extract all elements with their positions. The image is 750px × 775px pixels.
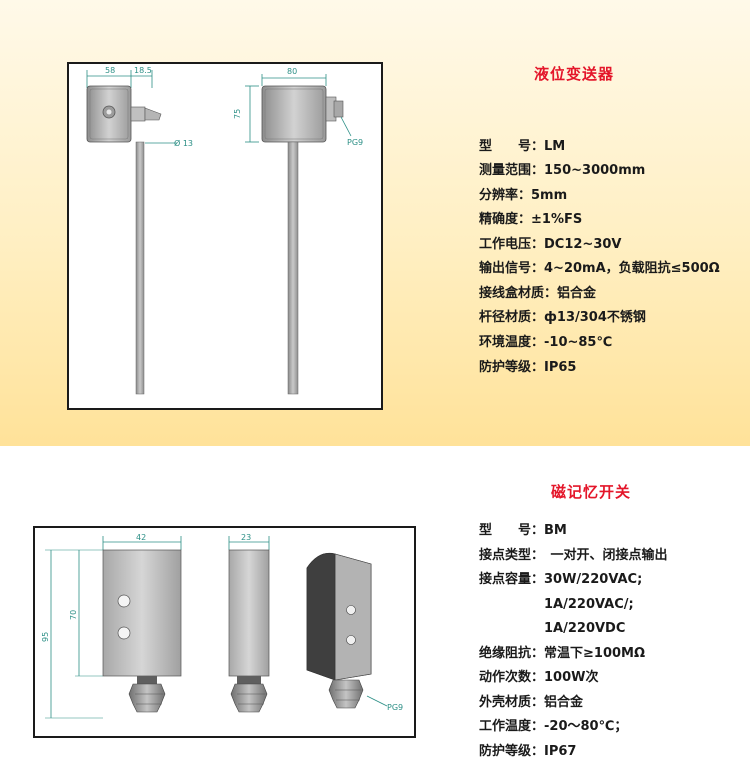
dim-diameter: Ø 13 xyxy=(174,138,193,148)
spec-line: 外壳材质：铝合金 xyxy=(479,695,584,710)
spec-line: 精确度：±1%FS xyxy=(479,212,583,227)
spec-line: 工作温度：-20～80℃； xyxy=(479,719,628,734)
spec-line: 1A/220VDC xyxy=(479,621,626,636)
cable-gland-side xyxy=(230,683,268,713)
gland-label: PG9 xyxy=(387,703,403,712)
product-title-level-transmitter: 液位变送器 xyxy=(534,65,615,83)
spec-line: 接点类型： 一对开、闭接点输出 xyxy=(479,548,668,563)
drawing-level-transmitter: 58 18.5 Ø 13 80 75 PG9 xyxy=(67,62,383,410)
spec-line: 杆径材质：ф13/304不锈钢 xyxy=(479,310,646,325)
spec-line: 1A/220VAC/; xyxy=(479,597,634,612)
junction-box-front xyxy=(261,85,327,143)
probe-rod-front xyxy=(287,141,299,395)
spec-line: 分辨率：5mm xyxy=(479,188,568,203)
spec-line: 工作电压：DC12~30V xyxy=(479,237,622,252)
switch-body-side xyxy=(228,549,270,677)
dim-width-box: 58 xyxy=(105,66,115,75)
dim-width: 42 xyxy=(136,533,146,542)
probe-rod-side xyxy=(135,141,145,395)
dim-body-height: 70 xyxy=(69,610,78,620)
technical-drawing: 42 95 70 23 PG xyxy=(41,533,403,719)
gland-label: PG9 xyxy=(347,138,363,147)
spec-line: 输出信号：4~20mA，负载阻抗≤500Ω xyxy=(479,261,720,276)
dim-height: 75 xyxy=(233,109,242,119)
spec-line: 接点容量：30W/220VAC; xyxy=(479,572,643,587)
technical-drawing: 58 18.5 Ø 13 80 75 PG9 xyxy=(86,66,363,395)
spec-line: 环境温度：-10~85℃ xyxy=(479,335,613,350)
dim-front-width: 80 xyxy=(287,67,297,76)
dim-total-height: 95 xyxy=(41,632,50,642)
spec-line: 接线盒材质：铝合金 xyxy=(479,286,597,301)
spec-line: 动作次数：100W次 xyxy=(479,670,599,685)
spec-line: 型 号：LM xyxy=(479,139,566,154)
drawing-magnetic-switch: 42 95 70 23 PG xyxy=(33,526,416,738)
spec-line: 防护等级：IP67 xyxy=(479,744,577,759)
spec-line: 测量范围：150~3000mm xyxy=(479,163,646,178)
cable-gland-front xyxy=(128,683,166,713)
spec-line: 型 号：BM xyxy=(479,523,567,538)
dim-width-gland: 18.5 xyxy=(134,66,152,75)
dim-depth: 23 xyxy=(241,533,251,542)
spec-line: 防护等级：IP65 xyxy=(479,360,577,375)
spec-line: 绝缘阻抗：常温下≥100MΩ xyxy=(479,646,646,661)
cable-gland-isometric xyxy=(328,679,364,709)
product-title-magnetic-switch: 磁记忆开关 xyxy=(551,483,632,501)
switch-body-front xyxy=(102,549,182,677)
